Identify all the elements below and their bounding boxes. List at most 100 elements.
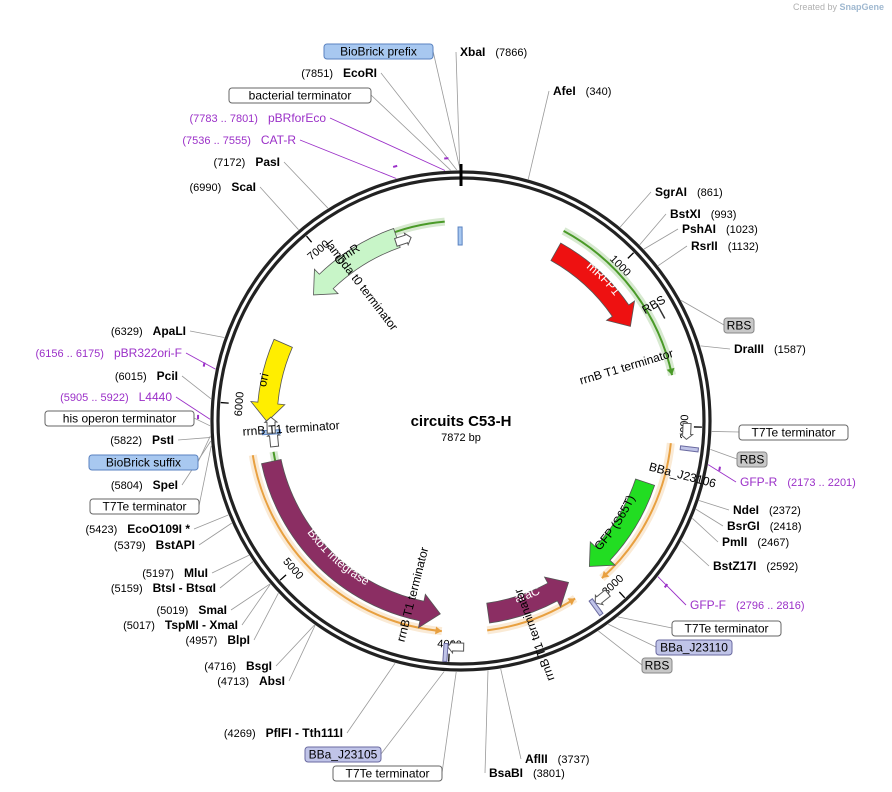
promoter-j23110-mark[interactable] [588,598,604,617]
restriction-site-aflii[interactable]: AflII(3737) [525,752,589,766]
site-name: BsgI [246,659,272,673]
restriction-site-ecori[interactable]: (7851)EcoRI [301,66,377,80]
promoter-j23105-mark[interactable] [442,642,449,663]
primer-pbr322ori-f[interactable]: (6156 .. 6175)pBR322ori-F [35,346,206,367]
restriction-site-absi[interactable]: (4713)AbsI [217,674,285,688]
plasmid-length: 7872 bp [441,432,481,444]
feature-gfp-s65t[interactable]: GFP (S65T) [562,452,656,582]
restriction-site-psti[interactable]: (5822)PstI [110,433,174,447]
primer-pbrforeco[interactable]: (7783 .. 7801)pBRforEco [189,111,449,160]
svg-text:(5017)TspMI - XmaI: (5017)TspMI - XmaI [123,618,238,632]
feature-box-rbs[interactable]: RBS [641,657,673,674]
restriction-site-mlui[interactable]: (5197)MluI [142,566,208,580]
site-position: (6329) [111,326,143,338]
svg-text:(6156 .. 6175)pBR322ori-F: (6156 .. 6175)pBR322ori-F [35,346,182,360]
feature-box-rbs[interactable]: RBS [723,317,755,334]
restriction-site-apali[interactable]: (6329) ApaLI [111,324,186,338]
restriction-site-bsgi[interactable]: (4716)BsgI [204,659,272,673]
restriction-site-ecoo109i[interactable]: (5423)EcoO109I * [86,522,191,536]
restriction-site-pasi[interactable]: (7172)PasI [214,155,280,169]
svg-text:BsaBI(3801): BsaBI(3801) [489,766,565,780]
feature-ori[interactable]: ori [250,314,295,453]
restriction-site-bsrgi[interactable]: BsrGI(2418) [727,519,801,533]
restriction-site-tspmi-xmai[interactable]: (5017)TspMI - XmaI [123,618,238,632]
feature-box-label: T7Te terminator [345,767,429,781]
primer-cat-r[interactable]: (7536 .. 7555)CAT-R [182,133,398,168]
restriction-site-blpi[interactable]: (4957)BlpI [186,633,250,647]
restriction-site-bsabi[interactable]: BsaBI(3801) [489,766,565,780]
site-position: (6990) [190,182,222,194]
lambda-terminator-mark[interactable] [393,232,413,248]
restriction-site-pflfi-tth111i[interactable]: (4269)PflFI - Tth111I [224,726,343,740]
restriction-site-draiii[interactable]: DraIII(1587) [734,342,806,356]
feature-mrfp1[interactable]: mRFP1 [529,235,647,353]
restriction-site-btsi-bts-i[interactable]: (5159)BtsI - BtsαI [111,581,216,595]
site-position: (7851) [301,68,333,80]
site-name: EcoO109I * [127,522,190,536]
tick-mark [305,235,313,243]
site-name: BstAPI [156,538,195,552]
restriction-site-sgrai[interactable]: SgrAI(861) [655,185,723,199]
snapgene-logo: SnapGene [839,2,884,12]
feature-label: ori [255,372,271,388]
restriction-site-smai[interactable]: (5019)SmaI [157,603,227,617]
primer-gfp-f[interactable]: GFP-F(2796 .. 2816) [663,583,805,612]
feature-box-biobrick-prefix[interactable]: BioBrick prefix [323,43,434,60]
restriction-site-spei[interactable]: (5804)SpeI [111,478,178,492]
feature-box-bba-j23110[interactable]: BBa_J23110 [655,639,733,656]
site-position: (1587) [774,344,806,356]
feature-box-bba-j23105[interactable]: BBa_J23105 [304,746,382,763]
site-name: PstI [152,433,174,447]
restriction-site-pshai[interactable]: PshAI(1023) [682,222,758,236]
restriction-site-bstapi[interactable]: (5379)BstAPI [114,538,195,552]
site-name: ApaLI [153,324,186,338]
t7te-terminator-mark[interactable] [591,588,611,607]
svg-text:(7172)PasI: (7172)PasI [214,155,280,169]
feature-box-bacterial-terminator[interactable]: bacterial terminator [228,87,372,104]
his-terminator-mark[interactable] [263,416,279,434]
feature-box-label: BBa_J23110 [660,641,728,655]
svg-text:(4269)PflFI - Tth111I: (4269)PflFI - Tth111I [224,726,343,740]
restriction-site-bstz17i[interactable]: BstZ17I(2592) [713,559,798,573]
t7te-terminator-mark[interactable] [679,422,695,441]
feature-box-label: RBS [740,453,765,467]
restriction-site-pmli[interactable]: PmlI(2467) [722,535,789,549]
svg-text:(6329)ApaLI: (6329) ApaLI [111,324,186,338]
svg-text:(4716)BsgI: (4716)BsgI [204,659,272,673]
feature-cmr[interactable]: CmR [292,226,426,318]
svg-text:PshAI(1023): PshAI(1023) [682,222,758,236]
feature-box-t7te-terminator[interactable]: T7Te terminator [671,620,782,637]
transcript-arc-mrfp1 [561,227,676,376]
inner-feature-label: rrnB T1 terminator [578,346,675,388]
rbs-mark[interactable] [656,304,666,319]
feature-box-biobrick-suffix[interactable]: BioBrick suffix [88,454,199,471]
site-position: (340) [586,86,612,98]
biobrick-prefix-mark[interactable] [457,226,463,246]
restriction-site-pcii[interactable]: (6015)PciI [115,369,178,383]
svg-text:(7851)EcoRI: (7851)EcoRI [301,66,377,80]
feature-box-rbs[interactable]: RBS [736,451,768,468]
feature-box-t7te-terminator[interactable]: T7Te terminator [89,498,200,515]
primer-mark [663,583,669,588]
feature-box-t7te-terminator[interactable]: T7Te terminator [738,424,849,441]
promoter-j23106-mark[interactable] [679,445,700,453]
restriction-site-ndei[interactable]: NdeI(2372) [733,503,801,517]
site-name: SpeI [153,478,178,492]
site-name: ScaI [231,180,256,194]
feature-box-t7te-terminator[interactable]: T7Te terminator [332,765,443,782]
feature-box-his-operon-terminator[interactable]: his operon terminator [44,410,195,427]
site-position: (5159) [111,583,143,595]
restriction-site-xbai[interactable]: XbaI(7866) [460,45,527,59]
restriction-site-afei[interactable]: AfeI(340) [553,84,611,98]
site-position: (5019) [157,605,189,617]
feature-box-label: T7Te terminator [102,500,186,514]
site-name: PmlI [722,535,747,549]
restriction-site-rsrii[interactable]: RsrII(1132) [691,239,759,253]
restriction-site-scai[interactable]: (6990) ScaI [190,180,256,194]
primer-l4440[interactable]: (5905 .. 5922)L4440 [60,390,200,420]
svg-text:GFP-F(2796 .. 2816): GFP-F(2796 .. 2816) [690,598,805,612]
t7te-terminator-mark[interactable] [447,639,465,655]
plasmid-name: circuits C53-H [411,413,512,430]
restriction-site-bstxi[interactable]: BstXI(993) [670,207,736,221]
primer-gfp-r[interactable]: GFP-R(2173 .. 2201) [718,466,856,489]
